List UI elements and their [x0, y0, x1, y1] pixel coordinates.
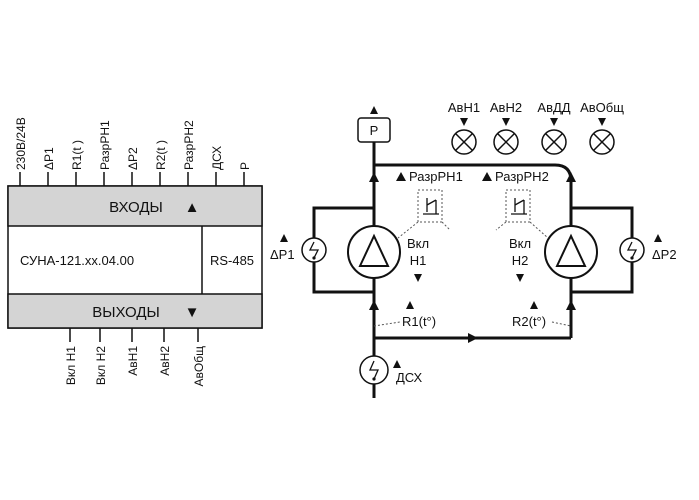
input-label-p: Р [238, 162, 252, 170]
dsh-label: ДСХ [396, 370, 422, 385]
permit-switch-2: РазрРН2 [482, 169, 549, 239]
input-label-permit2: РазрРН2 [182, 120, 196, 170]
pressure-sensor: Р [357, 106, 391, 143]
pump2-vkl-label: Вкл [509, 236, 531, 251]
inputs-arrow-icon: ▲ [185, 199, 200, 216]
alarm-lamps: АвН1 АвН2 АвДД АвОбщ [448, 100, 624, 155]
flow-arrows [369, 172, 576, 343]
dp2-label: ΔР2 [652, 247, 677, 262]
input-label-permit1: РазрРН1 [98, 120, 112, 170]
output-label-vkl-n2: Вкл Н2 [94, 346, 108, 385]
permit-switch-1: РазрРН1 [396, 169, 463, 239]
controller-model: СУНА-121.хх.04.00 [20, 253, 134, 268]
hydraulic-scheme: Р АвН1 АвН2 АвДД АвОбщ [270, 100, 677, 398]
output-labels: Вкл Н1 Вкл Н2 АвН1 АвН2 АвОбщ [64, 346, 206, 387]
input-label-dp2: ΔР2 [126, 147, 140, 170]
alarm-label-avn1: АвН1 [448, 100, 480, 115]
outputs-header: ВЫХОДЫ [92, 304, 160, 321]
pump1-vkl-label: Вкл [407, 236, 429, 251]
temp-sensor-2: R2(t°) [512, 301, 572, 329]
output-label-vkl-n1: Вкл Н1 [64, 346, 78, 385]
pump1-name-label: Н1 [410, 253, 427, 268]
dp-sensor-1: ΔР1 [270, 234, 327, 263]
dsh-sensor: ДСХ [359, 355, 422, 385]
output-label-avobsh: АвОбщ [192, 346, 206, 387]
outputs-panel [7, 293, 263, 329]
input-label-power: 230В/24В [14, 117, 28, 170]
output-terminals [69, 328, 199, 342]
pressure-sensor-label: Р [370, 123, 379, 138]
input-labels: 230В/24В ΔР1 R1(t ) РазрРН1 ΔР2 R2(t ) Р… [14, 117, 252, 170]
pump-2: Вкл Н2 [509, 225, 598, 282]
inputs-header: ВХОДЫ [109, 199, 163, 216]
input-label-r1: R1(t ) [70, 140, 84, 170]
alarm-label-avn2: АвН2 [490, 100, 522, 115]
alarm-label-avdd: АвДД [537, 100, 570, 115]
permit2-label: РазрРН2 [495, 169, 549, 184]
r2-label: R2(t°) [512, 314, 546, 329]
outputs-arrow-icon: ▼ [185, 304, 200, 321]
dp1-label: ΔР1 [270, 247, 295, 262]
pump2-name-label: Н2 [512, 253, 529, 268]
input-terminals [19, 172, 245, 186]
alarm-label-avobsh: АвОбщ [580, 100, 624, 115]
inputs-panel [7, 185, 263, 227]
output-label-avn2: АвН2 [158, 346, 172, 376]
input-label-dp1: ΔР1 [42, 147, 56, 170]
input-label-dsh: ДСХ [210, 146, 224, 170]
input-label-r2: R2(t ) [154, 140, 168, 170]
pump-1: Вкл Н1 [347, 225, 429, 282]
r1-label: R1(t°) [402, 314, 436, 329]
temp-sensor-1: R1(t°) [373, 301, 436, 329]
dp-sensor-2: ΔР2 [619, 234, 677, 263]
controller-interface: RS-485 [210, 253, 254, 268]
output-label-avn1: АвН1 [126, 346, 140, 376]
controller-block: 230В/24В ΔР1 R1(t ) РазрРН1 ΔР2 R2(t ) Р… [7, 117, 263, 387]
permit1-label: РазрРН1 [409, 169, 463, 184]
